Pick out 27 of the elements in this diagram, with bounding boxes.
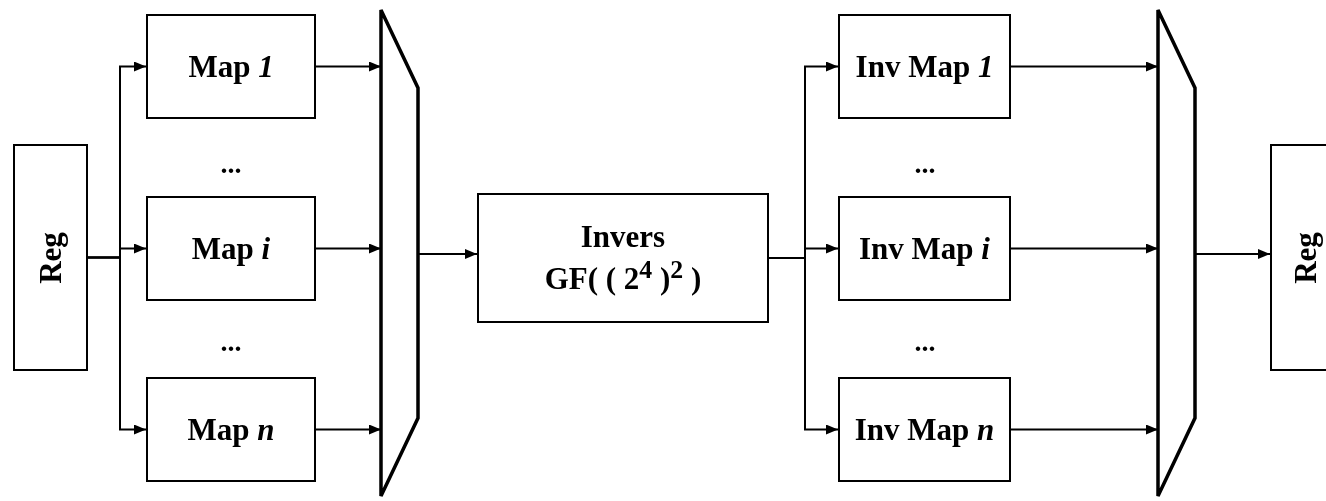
inverse-box: [477, 193, 769, 323]
map-box: [146, 377, 316, 482]
ellipsis-label: ...: [913, 150, 937, 178]
ellipsis-label: ...: [219, 328, 243, 356]
register-box: [1270, 144, 1326, 371]
map-box: [146, 14, 316, 119]
box-label: Reg: [32, 231, 69, 284]
box-label: GF( ( 2$^{4}$ )$^{2}$ ): [544, 254, 702, 297]
register-box: [13, 144, 88, 371]
arrow: [768, 257, 839, 435]
box-label: Inv Map 1: [855, 48, 994, 85]
ellipsis-label: ...: [219, 150, 243, 178]
ellipsis-label: ...: [913, 328, 937, 356]
box-label: Reg: [1288, 231, 1324, 284]
arrow: [87, 256, 147, 435]
box-label: Map 1: [188, 48, 274, 85]
multiplexer-trapezoid: [1156, 8, 1198, 500]
map-box: [838, 377, 1011, 482]
multiplexer-trapezoid: [379, 8, 421, 500]
box-label: Inv Map i: [859, 230, 990, 267]
map-box: [146, 196, 316, 301]
box-label: Map i: [191, 230, 271, 267]
map-box: [838, 14, 1011, 119]
box-label: Map n: [187, 411, 275, 448]
box-label: Invers: [580, 219, 666, 255]
box-label: Inv Map n: [854, 411, 995, 448]
map-box: [838, 196, 1011, 301]
